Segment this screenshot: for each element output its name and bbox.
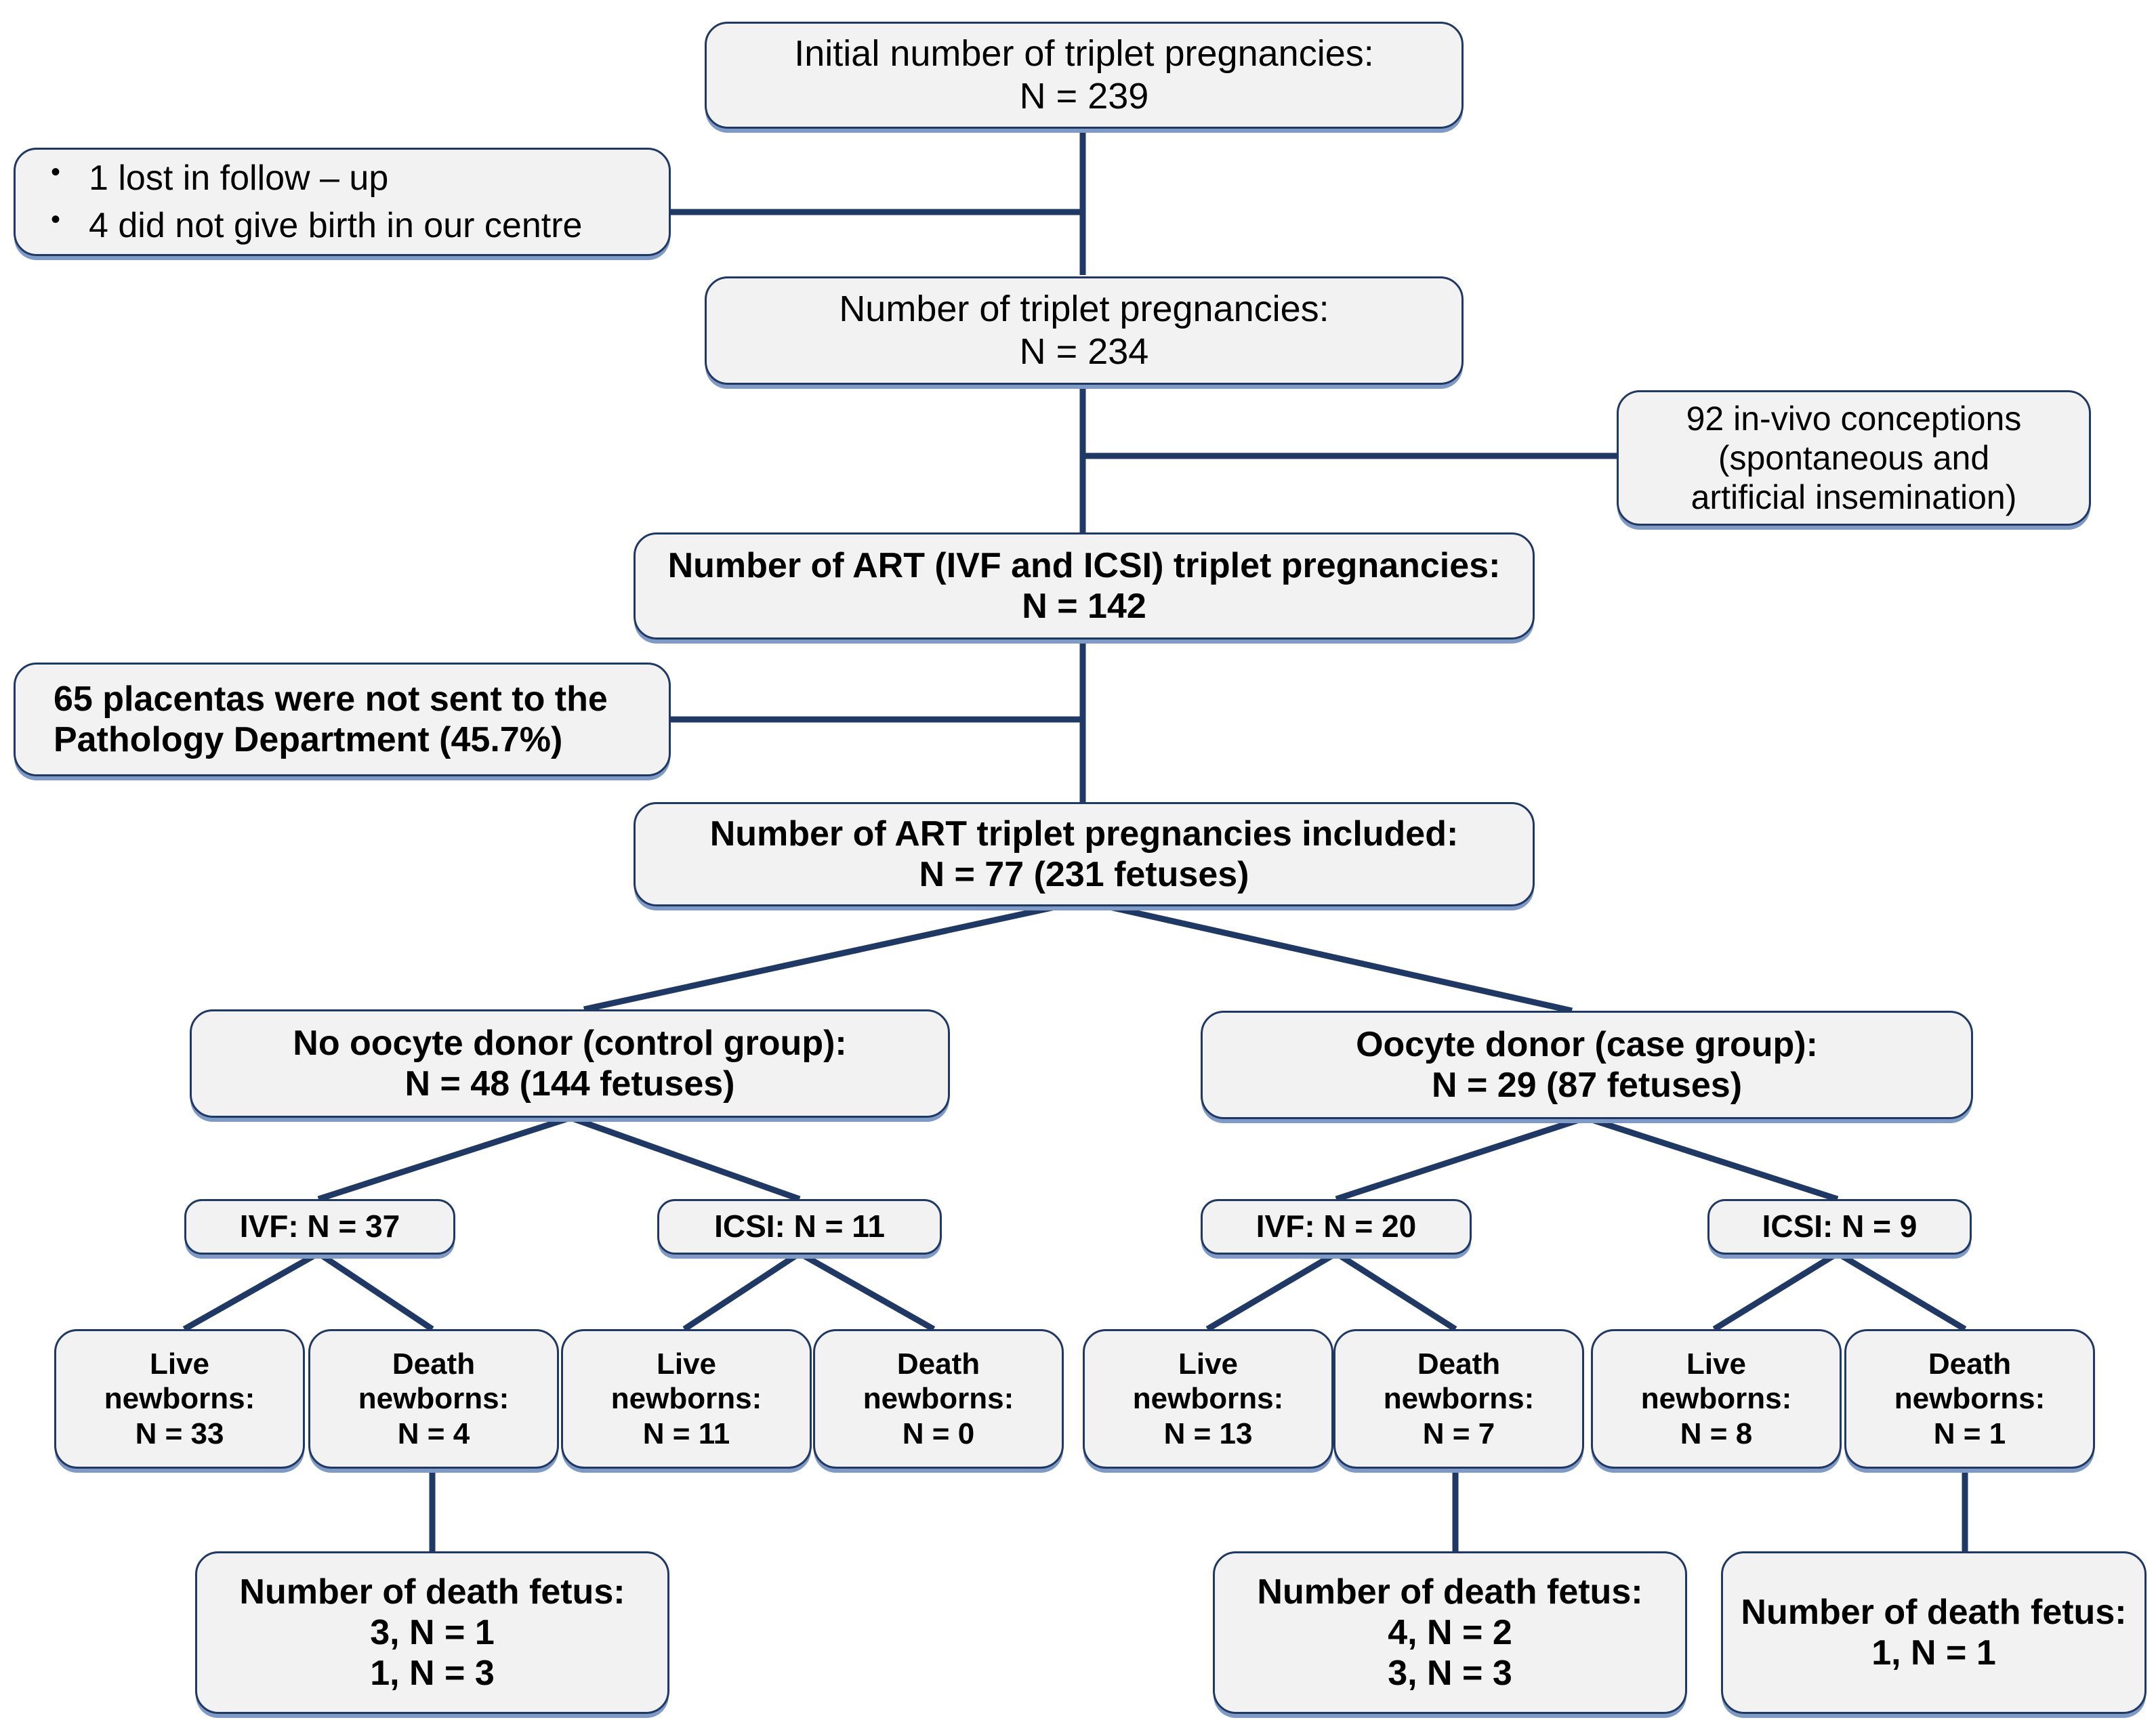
node-control-death-fetus-line-3: 1, N = 3 <box>370 1654 495 1694</box>
node-case-ivf-death-fetus[interactable]: Number of death fetus: 4, N = 2 3, N = 3 <box>1213 1551 1687 1714</box>
node-included-line-2: N = 77 (231 fetuses) <box>919 855 1249 894</box>
node-control-death-fetus-line-2: 3, N = 1 <box>370 1612 495 1652</box>
node-case-icsi-live-line-2: newborns: <box>1640 1382 1792 1416</box>
edge-control-to-ivf <box>317 1114 572 1202</box>
node-case-ivf-label: IVF: N = 20 <box>1256 1209 1417 1244</box>
node-case-ivf-death-line-3: N = 7 <box>1422 1417 1495 1450</box>
node-exclusions-followup[interactable]: 1 lost in follow – up 4 did not give bir… <box>14 148 671 256</box>
node-case-ivf-death-fetus-line-2: 4, N = 2 <box>1388 1612 1512 1652</box>
node-control-icsi-live-line-3: N = 11 <box>642 1417 730 1450</box>
node-control-icsi-death-line-1: Death <box>896 1347 980 1381</box>
node-placentas-line-2: Pathology Department (45.7%) <box>54 720 563 759</box>
node-control-line-2: N = 48 (144 fetuses) <box>405 1064 735 1104</box>
node-control-line-1: No oocyte donor (control group): <box>293 1023 847 1063</box>
node-case-icsi-death-line-1: Death <box>1928 1347 2012 1381</box>
node-case-icsi-live[interactable]: Live newborns: N = 8 <box>1591 1329 1842 1469</box>
node-control-icsi-death-line-2: newborns: <box>863 1382 1014 1416</box>
node-triplet-pregnancies[interactable]: Number of triplet pregnancies: N = 234 <box>705 276 1464 385</box>
node-case-ivf-death-fetus-line-1: Number of death fetus: <box>1257 1572 1643 1612</box>
node-case-icsi-death-line-2: newborns: <box>1894 1382 2046 1416</box>
node-case-icsi-death-line-3: N = 1 <box>1933 1417 2006 1450</box>
edge-case-ivf-to-live <box>1205 1251 1338 1332</box>
node-control-death-fetus-line-1: Number of death fetus: <box>239 1572 625 1612</box>
exclusion-bullet-2: 4 did not give birth in our centre <box>47 203 652 246</box>
node-art-included[interactable]: Number of ART triplet pregnancies includ… <box>634 802 1535 906</box>
node-control-ivf-death-line-1: Death <box>392 1347 476 1381</box>
exclusion-bullet-1: 1 lost in follow – up <box>47 156 652 198</box>
node-invivo-line-3: artificial insemination) <box>1691 478 2017 516</box>
node-case-group[interactable]: Oocyte donor (case group): N = 29 (87 fe… <box>1201 1011 1973 1119</box>
node-control-ivf-death[interactable]: Death newborns: N = 4 <box>308 1329 559 1469</box>
node-triplet-line-1: Number of triplet pregnancies: <box>839 289 1329 330</box>
node-control-ivf[interactable]: IVF: N = 37 <box>184 1199 455 1255</box>
node-case-ivf-live-line-2: newborns: <box>1132 1382 1284 1416</box>
edge-case-icsi-to-death <box>1836 1251 1967 1332</box>
node-case-ivf-live-line-1: Live <box>1178 1347 1239 1381</box>
node-control-ivf-label: IVF: N = 37 <box>239 1209 400 1244</box>
node-art-line-2: N = 142 <box>1022 587 1146 626</box>
node-case-ivf-live[interactable]: Live newborns: N = 13 <box>1083 1329 1333 1469</box>
edge-control-icsi-to-live <box>682 1251 802 1332</box>
edge-included-to-control <box>583 898 1083 1013</box>
node-art-line-1: Number of ART (IVF and ICSI) triplet pre… <box>667 545 1501 585</box>
edge-control-ivf-to-death <box>316 1251 434 1332</box>
node-case-icsi-death-fetus[interactable]: Number of death fetus: 1, N = 1 <box>1721 1551 2147 1714</box>
node-case-line-2: N = 29 (87 fetuses) <box>1431 1066 1743 1105</box>
node-triplet-line-2: N = 234 <box>1019 331 1149 372</box>
node-control-group[interactable]: No oocyte donor (control group): N = 48 … <box>190 1009 950 1118</box>
node-invivo-line-2: (spontaneous and <box>1718 439 1990 477</box>
node-placentas-excluded[interactable]: 65 placentas were not sent to the Pathol… <box>14 663 671 776</box>
node-case-icsi-live-line-3: N = 8 <box>1680 1417 1753 1450</box>
node-control-ivf-live-line-1: Live <box>149 1347 210 1381</box>
node-initial-line-1: Initial number of triplet pregnancies: <box>794 33 1374 75</box>
node-control-icsi[interactable]: ICSI: N = 11 <box>657 1199 942 1255</box>
edge-control-icsi-to-death <box>797 1251 936 1332</box>
edge-included-to-case <box>1082 898 1573 1014</box>
node-case-icsi-live-line-1: Live <box>1686 1347 1747 1381</box>
node-in-vivo-conceptions[interactable]: 92 in-vivo conceptions (spontaneous and … <box>1617 390 2091 526</box>
edge-case-to-icsi <box>1584 1114 1839 1202</box>
node-case-ivf-live-line-3: N = 13 <box>1163 1417 1253 1450</box>
node-case-icsi-death-fetus-line-1: Number of death fetus: <box>1741 1592 2127 1632</box>
node-art-pregnancies[interactable]: Number of ART (IVF and ICSI) triplet pre… <box>634 532 1535 639</box>
node-case-icsi-death-fetus-line-2: 1, N = 1 <box>1871 1633 1996 1673</box>
node-placentas-line-1: 65 placentas were not sent to the <box>54 679 608 719</box>
node-initial-pregnancies[interactable]: Initial number of triplet pregnancies: N… <box>705 22 1464 129</box>
edge-control-ivf-to-live <box>182 1251 320 1332</box>
node-control-icsi-label: ICSI: N = 11 <box>714 1209 885 1244</box>
edge-case-ivf-to-death <box>1334 1251 1457 1332</box>
node-control-ivf-death-line-2: newborns: <box>358 1382 510 1416</box>
node-control-icsi-live-line-2: newborns: <box>610 1382 762 1416</box>
node-case-ivf-death[interactable]: Death newborns: N = 7 <box>1333 1329 1584 1469</box>
node-control-icsi-death[interactable]: Death newborns: N = 0 <box>813 1329 1064 1469</box>
node-control-ivf-live-line-3: N = 33 <box>135 1417 224 1450</box>
node-case-ivf-death-fetus-line-3: 3, N = 3 <box>1388 1654 1512 1694</box>
node-case-ivf[interactable]: IVF: N = 20 <box>1201 1199 1472 1255</box>
node-control-icsi-live[interactable]: Live newborns: N = 11 <box>561 1329 812 1469</box>
node-control-icsi-death-line-3: N = 0 <box>902 1417 975 1450</box>
node-control-ivf-live[interactable]: Live newborns: N = 33 <box>54 1329 305 1469</box>
node-case-ivf-death-line-2: newborns: <box>1383 1382 1535 1416</box>
node-initial-line-2: N = 239 <box>1019 76 1149 117</box>
exclusion-bullet-list: 1 lost in follow – up 4 did not give bir… <box>16 152 669 252</box>
node-case-icsi-label: ICSI: N = 9 <box>1762 1209 1917 1244</box>
edge-control-to-icsi <box>569 1114 801 1202</box>
edge-case-icsi-to-live <box>1712 1251 1840 1332</box>
node-control-death-fetus[interactable]: Number of death fetus: 3, N = 1 1, N = 3 <box>195 1551 669 1714</box>
node-control-icsi-live-line-1: Live <box>656 1347 717 1381</box>
edge-case-to-ivf <box>1335 1114 1587 1202</box>
node-invivo-line-1: 92 in-vivo conceptions <box>1686 400 2022 438</box>
node-control-ivf-death-line-3: N = 4 <box>397 1417 470 1450</box>
node-control-ivf-live-line-2: newborns: <box>104 1382 255 1416</box>
node-case-ivf-death-line-1: Death <box>1417 1347 1501 1381</box>
node-case-icsi-death[interactable]: Death newborns: N = 1 <box>1844 1329 2095 1469</box>
node-included-line-1: Number of ART triplet pregnancies includ… <box>709 814 1459 854</box>
node-case-line-1: Oocyte donor (case group): <box>1356 1024 1818 1064</box>
node-case-icsi[interactable]: ICSI: N = 9 <box>1707 1199 1972 1255</box>
